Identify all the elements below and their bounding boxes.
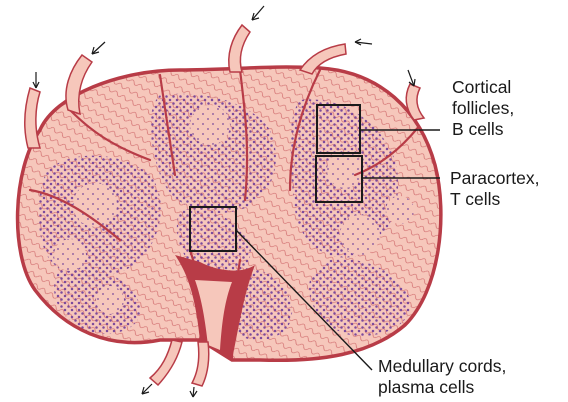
cortical-label-line1: Cortical (452, 77, 511, 97)
efferent-vessels (150, 340, 209, 386)
paracortex-label-line1: Paracortex, (450, 168, 539, 188)
paracortex-label-line2: T cells (450, 189, 500, 209)
medullary-label-line1: Medullary cords, (378, 356, 506, 376)
cortical-label-line2: follicles, (452, 98, 514, 118)
cortical-follicles-label: Cortical follicles, B cells (452, 77, 514, 139)
cortical-label-line3: B cells (452, 119, 504, 139)
medullary-cords-label: Medullary cords, plasma cells (378, 356, 506, 397)
outflow-arrows (142, 384, 197, 397)
paracortex-label: Paracortex, T cells (450, 168, 539, 209)
medullary-label-line2: plasma cells (378, 377, 475, 397)
